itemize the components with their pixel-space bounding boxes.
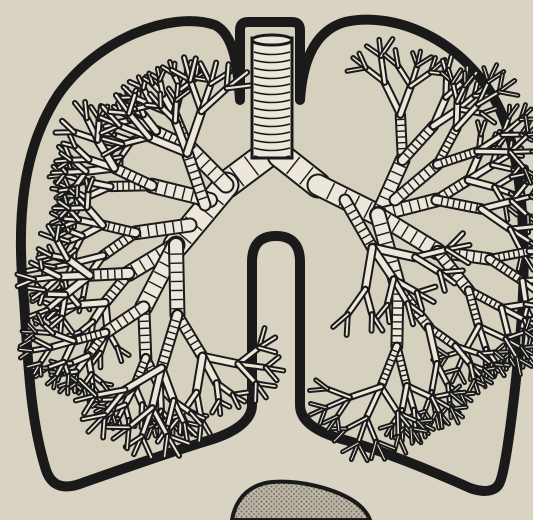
left-branch [175, 100, 176, 121]
right-branch [411, 428, 412, 443]
left-branch [170, 245, 183, 315]
left-branch [255, 383, 256, 401]
left-branch [196, 356, 202, 392]
right-branch [398, 412, 399, 436]
left-branch [68, 375, 69, 384]
left-branch [20, 349, 32, 350]
left-branch [90, 269, 129, 279]
right-branch [402, 386, 407, 410]
right-branch [492, 165, 513, 170]
right-branch [512, 174, 524, 176]
right-branch [529, 251, 533, 252]
left-branch [165, 436, 168, 457]
right-branch [505, 206, 507, 220]
right-branch [381, 56, 385, 82]
stippled-organ [232, 482, 370, 520]
right-branch [499, 92, 518, 96]
left-branch [85, 102, 87, 118]
left-branch [98, 119, 100, 140]
right-branch [517, 358, 520, 375]
left-branch [227, 85, 254, 88]
left-branch [28, 288, 44, 290]
right-branch [445, 369, 458, 372]
left-branch [78, 303, 105, 305]
right-branch [477, 151, 510, 152]
right-branch [528, 132, 533, 135]
right-branch [440, 414, 442, 428]
left-branch [259, 348, 275, 353]
right-branch [395, 50, 398, 66]
left-branch [160, 71, 164, 80]
left-branch [57, 227, 59, 240]
left-branch [27, 363, 40, 366]
right-branch [526, 304, 533, 307]
trachea [252, 35, 292, 159]
